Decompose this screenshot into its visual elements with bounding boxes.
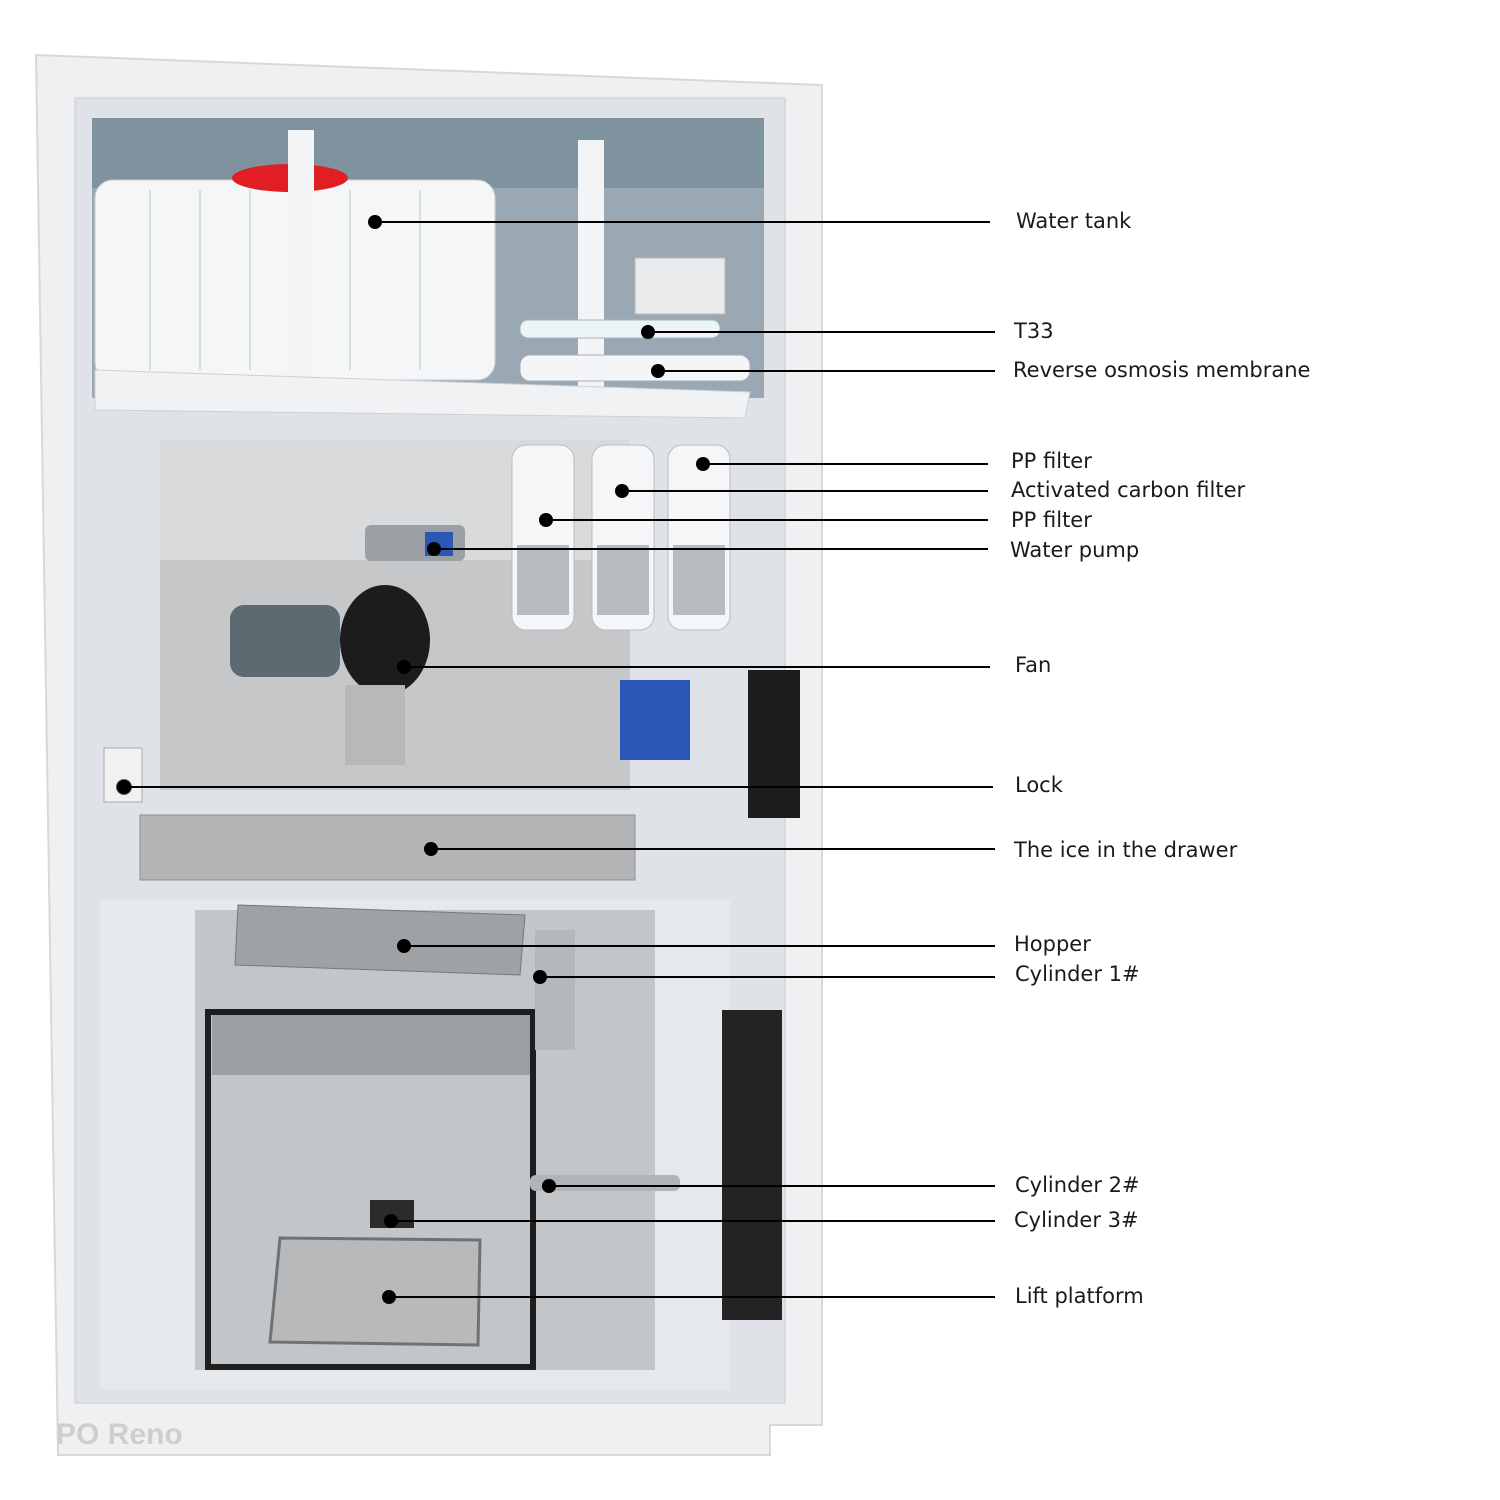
leader-pp-filter-1: [696, 457, 988, 471]
pointer-dot-icon: [397, 939, 411, 953]
leader-cylinder-2: [542, 1179, 995, 1193]
leader-water-pump: [427, 542, 988, 556]
pointer-dot-icon: [542, 1179, 556, 1193]
label-lock: Lock: [1015, 773, 1063, 797]
label-water-tank: Water tank: [1016, 209, 1132, 233]
pointer-dot-icon: [427, 542, 441, 556]
pointer-dot-icon: [533, 970, 547, 984]
leader-hopper: [397, 939, 995, 953]
label-cylinder-3: Cylinder 3#: [1014, 1208, 1139, 1232]
label-ro-membrane: Reverse osmosis membrane: [1013, 358, 1311, 382]
leader-water-tank: [368, 215, 990, 229]
watermark: PO Reno: [56, 1418, 183, 1451]
label-ice-drawer: The ice in the drawer: [1014, 838, 1238, 862]
pointer-dot-icon: [397, 660, 411, 674]
leader-lock: [117, 780, 993, 794]
leader-ice-drawer: [424, 842, 995, 856]
label-lift-platform: Lift platform: [1015, 1284, 1144, 1308]
pointer-dot-icon: [651, 364, 665, 378]
pointer-dot-icon: [615, 484, 629, 498]
label-water-pump: Water pump: [1010, 538, 1140, 562]
label-cylinder-1: Cylinder 1#: [1015, 962, 1140, 986]
pointer-dot-icon: [382, 1290, 396, 1304]
label-fan: Fan: [1015, 653, 1052, 677]
label-t33: T33: [1014, 319, 1054, 343]
leader-t33: [641, 325, 995, 339]
label-pp-filter-2: PP filter: [1011, 508, 1092, 532]
leader-cylinder-3: [384, 1214, 995, 1228]
leader-pp-filter-2: [539, 513, 988, 527]
leader-cylinder-1: [533, 970, 995, 984]
pointer-dot-icon: [424, 842, 438, 856]
pointer-dot-icon: [384, 1214, 398, 1228]
label-pp-filter-1: PP filter: [1011, 449, 1092, 473]
label-activated-carbon-filter: Activated carbon filter: [1011, 478, 1246, 502]
pointer-dot-icon: [696, 457, 710, 471]
pointer-dot-icon: [641, 325, 655, 339]
pointer-dot-icon: [539, 513, 553, 527]
leader-ro-membrane: [651, 364, 995, 378]
label-cylinder-2: Cylinder 2#: [1015, 1173, 1140, 1197]
pointer-dot-icon: [117, 780, 131, 794]
leader-lift-platform: [382, 1290, 995, 1304]
leader-activated-carbon-filter: [615, 484, 988, 498]
label-hopper: Hopper: [1014, 932, 1091, 956]
leader-fan: [397, 660, 990, 674]
pointer-dot-icon: [368, 215, 382, 229]
